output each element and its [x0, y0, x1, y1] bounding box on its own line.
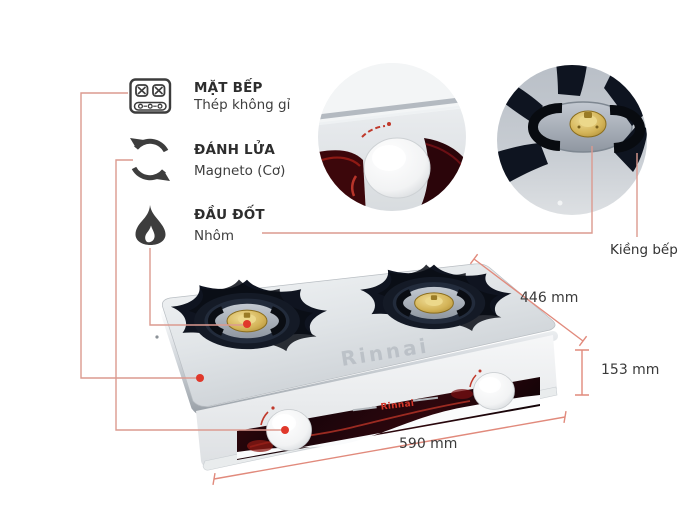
dot-burner [243, 320, 251, 328]
connector-stovetop [80, 92, 196, 379]
dimension-depth-label: 446 mm [520, 290, 579, 306]
dimension-height-label: 153 mm [601, 362, 660, 378]
knob-closeup-circle [318, 63, 466, 211]
flame-icon [135, 205, 166, 245]
dimension-lines [212, 253, 589, 486]
feature-title-ignition: ĐÁNH LỬA [194, 142, 275, 158]
dim-line-depth [473, 258, 584, 342]
panel-red-glow-right [451, 389, 473, 399]
stovetop-grid-icon [129, 78, 172, 114]
feature-subtitle-ignition: Magneto (Cơ) [194, 163, 286, 179]
dimension-width-label: 590 mm [399, 436, 458, 452]
feature-title-stovetop: MẶT BẾP [194, 80, 263, 96]
burner-closeup-circle [497, 65, 647, 215]
right-control-knob [469, 369, 515, 410]
dot-surface [196, 374, 204, 382]
connector-ignition [115, 159, 281, 431]
feature-icons [129, 78, 172, 245]
connector-burner-closeup [262, 146, 593, 234]
ignition-cycle-icon [130, 138, 170, 181]
panel-white-swoosh [237, 395, 540, 459]
panel-red-glow [247, 440, 273, 452]
feature-subtitle-burner: Nhôm [194, 228, 235, 244]
brand-logo-text: Rinnai [380, 399, 415, 413]
front-logo: Rinnai [352, 396, 439, 413]
trivet-arms [497, 65, 647, 186]
marker-dots [196, 320, 289, 434]
dot-knob [281, 426, 289, 434]
side-screw [155, 335, 159, 339]
dim-line-width [213, 416, 566, 480]
feature-title-burner: ĐẦU ĐỐT [194, 207, 265, 223]
trivet-callout-label: Kiềng bếp [610, 242, 678, 258]
connector-lines [80, 92, 638, 431]
stove-product-image: Rinnai Rinnai [155, 252, 558, 471]
feature-subtitle-stovetop: Thép không gỉ [194, 97, 291, 113]
connector-burner [149, 248, 243, 326]
